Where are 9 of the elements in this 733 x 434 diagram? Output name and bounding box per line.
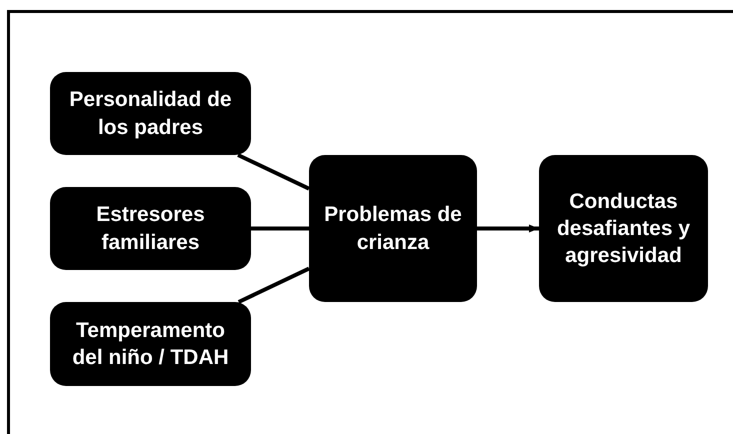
process-box: Temperamento del niño / TDAH	[50, 302, 251, 386]
connector-line	[238, 266, 310, 304]
process-box: Conductas desafiantes y agresividad	[539, 155, 708, 302]
process-box: Personalidad de los padres	[50, 72, 251, 155]
process-box: Estresores familiares	[50, 187, 251, 270]
connector-line	[237, 153, 310, 190]
arrow	[477, 224, 539, 232]
process-box: Problemas de crianza	[309, 155, 477, 302]
connector-line	[251, 226, 309, 230]
